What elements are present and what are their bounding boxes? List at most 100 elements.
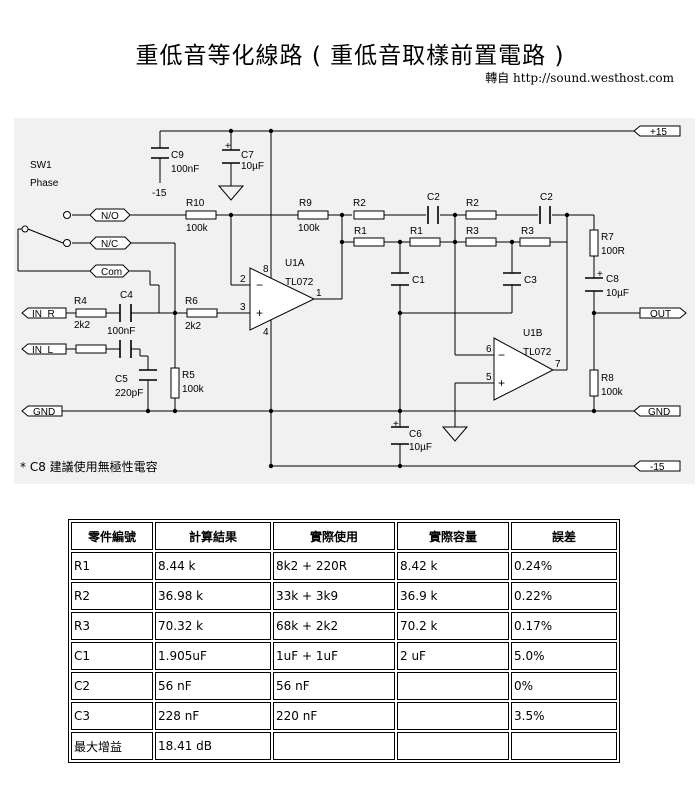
c7-label: C7: [241, 150, 254, 161]
u1b-type: TL072: [523, 347, 552, 358]
sw1-label: SW1: [30, 160, 52, 171]
table-cell: R3: [71, 612, 153, 640]
table-header-cell: 實際容量: [397, 522, 509, 550]
sw1-sub-label: Phase: [30, 178, 59, 189]
table-cell: 8.44 k: [155, 552, 271, 580]
pin-6: 6: [486, 344, 492, 355]
table-row: 最大增益 18.41 dB: [71, 732, 617, 760]
r7-resistor: [589, 229, 599, 257]
r2a-resistor: [353, 210, 385, 220]
r4-value: 2k2: [74, 320, 91, 331]
c8-capacitor: [585, 277, 603, 292]
page-title: 重低音等化線路 ( 重低音取樣前置電路 ): [135, 43, 565, 69]
port-in-l-label: IN L: [32, 345, 54, 356]
port-gnd-right-label: GND: [648, 407, 670, 418]
c9-label: C9: [171, 150, 184, 161]
table-cell: 8k2 + 220R: [273, 552, 395, 580]
table-cell: 最大增益: [71, 732, 153, 760]
table-cell: 5.0%: [511, 642, 617, 670]
table-cell: 18.41 dB: [155, 732, 271, 760]
r1b-label: R1: [410, 226, 423, 237]
sw1-contact-com: [21, 225, 29, 233]
u1b-opamp: [493, 337, 555, 401]
c6-plus-mark: +: [393, 419, 399, 430]
r1a-label: R1: [354, 226, 367, 237]
r9-value: 100k: [298, 223, 321, 234]
c1-capacitor: [391, 272, 409, 286]
port-in-l: [21, 343, 67, 355]
u1a-opamp: [249, 267, 316, 331]
table-cell: 3.5%: [511, 702, 617, 730]
table-cell: 8.42 k: [397, 552, 509, 580]
schematic-diagram: SW1 Phase +15 -15 OUT GND GND IN R IN L …: [14, 118, 695, 484]
source-link[interactable]: http://sound.westhost.com: [513, 71, 674, 85]
port-gnd-right: [633, 405, 681, 417]
c9-value: 100nF: [171, 164, 199, 175]
table-cell: 70.2 k: [397, 612, 509, 640]
r4-resistor: [75, 308, 107, 318]
source-label: 轉自: [485, 71, 510, 85]
c1-label: C1: [412, 275, 425, 286]
port-nc-label: N/C: [101, 239, 118, 250]
c7-value: 10µF: [241, 161, 264, 172]
r6-value: 2k2: [185, 321, 202, 332]
port-flags: [21, 125, 687, 472]
m15-label: -15: [152, 188, 167, 199]
c8-note: * C8 建議使用無極性電容: [20, 459, 158, 474]
r3a-label: R3: [466, 226, 479, 237]
c2b-capacitor: [539, 206, 551, 224]
u1a-type: TL072: [285, 277, 314, 288]
c-inl-capacitor: [119, 340, 132, 358]
table-row: R2 36.98 k 33k + 3k9 36.9 k 0.22%: [71, 582, 617, 610]
r10-value: 100k: [186, 223, 209, 234]
r10-resistor: [185, 210, 217, 220]
port-com-label: Com: [101, 267, 122, 278]
capacitors: [119, 147, 603, 445]
table-cell: [397, 672, 509, 700]
table-cell: C1: [71, 642, 153, 670]
table-cell: [397, 702, 509, 730]
port-com: [89, 264, 130, 278]
r5-resistor: [170, 367, 180, 399]
parts-table: 零件編號 計算結果 實際使用 實際容量 誤差 R1 8.44 k 8k2 + 2…: [68, 519, 620, 763]
table-cell: 2 uF: [397, 642, 509, 670]
table-cell: 56 nF: [155, 672, 271, 700]
table-header-cell: 零件編號: [71, 522, 153, 550]
pin-7: 7: [555, 359, 561, 370]
c6-label: C6: [409, 429, 422, 440]
table-row: R1 8.44 k 8k2 + 220R 8.42 k 0.24%: [71, 552, 617, 580]
table-cell: 36.98 k: [155, 582, 271, 610]
table-cell: 1.905uF: [155, 642, 271, 670]
u1a-plus-sign: +: [256, 306, 263, 320]
c8-plus-mark: +: [597, 269, 603, 280]
ground-u1b: [441, 426, 469, 442]
r9-resistor: [297, 210, 329, 220]
r6-label: R6: [185, 296, 198, 307]
ground-symbols: [217, 185, 469, 442]
r9-label: R9: [299, 198, 312, 209]
table-cell: R2: [71, 582, 153, 610]
port-no-label: N/O: [101, 211, 119, 222]
c7-capacitor: [222, 149, 240, 164]
c8-value: 10µF: [606, 288, 629, 299]
junction-dots: [145, 128, 597, 469]
r10-label: R10: [186, 198, 205, 209]
c4-label: C4: [120, 290, 133, 301]
table-cell: 1uF + 1uF: [273, 642, 395, 670]
table-header-cell: 誤差: [511, 522, 617, 550]
c5-label: C5: [115, 374, 128, 385]
sw1-contact-no: [63, 211, 71, 219]
table-header-row: 零件編號 計算結果 實際使用 實際容量 誤差: [71, 522, 617, 550]
resistors: [75, 210, 599, 399]
table-cell: C2: [71, 672, 153, 700]
u1a-minus-sign: −: [256, 278, 263, 292]
r6-resistor: [186, 308, 218, 318]
c7-plus-mark: +: [225, 141, 231, 152]
c6-capacitor: [391, 426, 409, 445]
port-out: [639, 307, 687, 319]
table-cell: 228 nF: [155, 702, 271, 730]
table-row: C3 228 nF 220 nF 3.5%: [71, 702, 617, 730]
port-in-r-label: IN R: [32, 309, 55, 320]
c2a-label: C2: [427, 192, 440, 203]
r1b-resistor: [409, 237, 441, 247]
